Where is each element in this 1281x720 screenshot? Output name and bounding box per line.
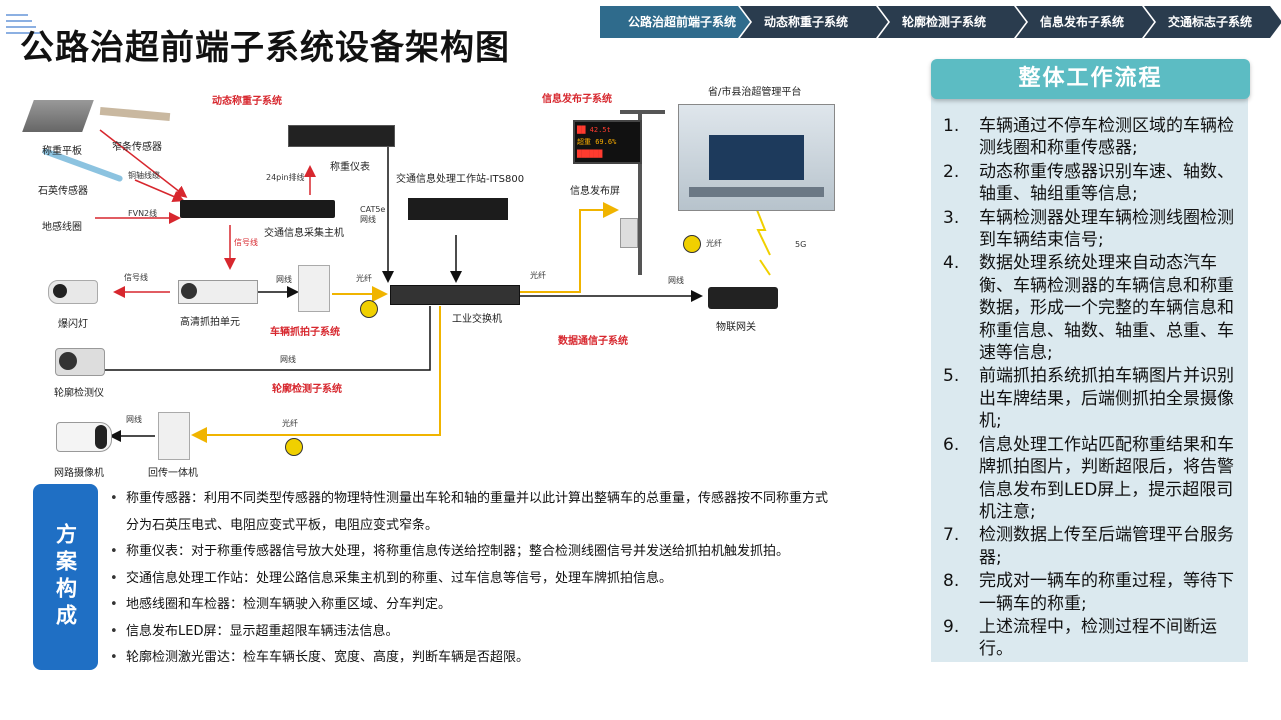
label-return-unit: 回传一体机 (148, 468, 198, 479)
label-info-subsystem: 信息发布子系统 (542, 94, 612, 105)
weigh-plate-device (22, 100, 94, 132)
label-profile-detector: 轮廓检测仪 (54, 388, 104, 399)
label-its800: 交通信息处理工作站-ITS800 (396, 174, 525, 185)
list-item: 3.车辆检测器处理车辆检测线圈检测到车辆结束信号; (943, 207, 1234, 251)
decorative-lines (6, 14, 40, 38)
label-net-2: 网线 (668, 276, 684, 285)
label-fiber-2: 光纤 (530, 271, 546, 280)
list-item: 5.前端抓拍系统抓拍车辆图片并识别出车牌结果，后端侧抓拍全景摄像机; (943, 366, 1234, 432)
fiber-coupler-icon (360, 300, 378, 318)
label-loop: 地感线圈 (42, 222, 82, 233)
label-narrow-sensor: 窄条传感器 (112, 142, 162, 153)
list-item: 2.动态称重传感器识别车速、轴数、轴重、轴组重等信息; (943, 161, 1234, 205)
tab-info-publish[interactable]: 信息发布子系统 (1016, 6, 1154, 38)
label-signal-line-2: 信号线 (124, 273, 148, 282)
workflow-title: 整体工作流程 (931, 59, 1250, 99)
led-row: ██████ (577, 150, 603, 158)
capture-return-device (298, 265, 330, 312)
list-item: 交通信息处理工作站：处理公路信息采集主机到的称重、过车信息等信号，处理车牌抓拍信… (108, 566, 928, 593)
list-item: 4.数据处理系统处理来自动态汽车衡、车辆检测器的车辆信息和称重数据，形成一个完整… (943, 253, 1234, 364)
label-copper-cable: 铜轴线缆 (128, 171, 160, 180)
tab-profile-detection[interactable]: 轮廓检测子系统 (878, 6, 1026, 38)
tab-traffic-sign[interactable]: 交通标志子系统 (1144, 6, 1281, 38)
list-item: 轮廓检测激光雷达：检车车辆长度、宽度、高度，判断车辆是否超限。 (108, 645, 928, 672)
label-net-3: 网线 (280, 355, 296, 364)
label-24pin: 24pin排线 (266, 173, 305, 182)
label-flash-light: 爆闪灯 (58, 319, 88, 330)
led-row: ██ 42.5t (577, 126, 611, 134)
label-fiber-3: 光纤 (706, 239, 722, 248)
label-switch: 工业交换机 (452, 314, 502, 325)
label-dynamic-subsystem: 动态称重子系统 (212, 96, 282, 107)
label-platform: 省/市县治超管理平台 (708, 87, 802, 98)
industrial-switch-device (390, 285, 520, 305)
label-iot-gateway: 物联网关 (716, 322, 756, 333)
label-capture-subsystem: 车辆抓拍子系统 (270, 327, 340, 338)
list-item: 6.信息处理工作站匹配称重结果和车牌抓拍图片，判断超限后，将告警信息发布到LED… (943, 434, 1234, 522)
net-camera-device (56, 422, 112, 452)
connection-lines (67, 110, 771, 443)
page-title: 公路治超前端子系统设备架构图 (20, 28, 510, 68)
scheme-label: 方案构成 (53, 523, 78, 631)
label-weigh-meter: 称重仪表 (330, 162, 370, 173)
list-item: 信息发布LED屏：显示超重超限车辆违法信息。 (108, 619, 928, 646)
label-quartz-sensor: 石英传感器 (38, 186, 88, 197)
workflow-panel (931, 94, 1248, 662)
hd-camera-device (178, 280, 258, 304)
led-row: 超重 69.6% (577, 138, 617, 146)
info-cabinet (620, 218, 638, 248)
list-item: 称重仪表：对于称重传感器信号放大处理，将称重信息传送给控制器；整合检测线圈信号并… (108, 539, 928, 566)
label-hd-unit: 高清抓拍单元 (180, 317, 240, 328)
info-led-screen: ██ 42.5t 超重 69.6% ██████ (573, 120, 642, 164)
return-unit-device (158, 412, 190, 460)
workflow-steps: 1.车辆通过不停车检测区域的车辆检测线圈和称重传感器; 2.动态称重传感器识别车… (943, 115, 1238, 662)
tab-dynamic-weighing[interactable]: 动态称重子系统 (740, 6, 888, 38)
label-net-4: 网线 (126, 415, 142, 424)
label-net-camera: 网路摄像机 (54, 468, 104, 479)
tab-front-end[interactable]: 公路治超前端子系统 (600, 6, 750, 38)
list-item: 8.完成对一辆车的称重过程，等待下一辆车的称重; (943, 571, 1234, 614)
list-item: 称重传感器：利用不同类型传感器的物理特性测量出车轮和轴的重量并以此计算出整辆车的… (108, 486, 928, 539)
label-fiber-4: 光纤 (282, 419, 298, 428)
label-collector: 交通信息采集主机 (264, 228, 344, 239)
fiber-coupler-icon (285, 438, 303, 456)
list-item: 7.检测数据上传至后端管理平台服务器; (943, 525, 1234, 568)
list-item: 地感线圈和车检器：检测车辆驶入称重区域、分车判定。 (108, 592, 928, 619)
label-fvn2: FVN2线 (128, 209, 158, 218)
architecture-diagram: ██ 42.5t 超重 69.6% ██████ 称重平板 窄条传感器 石英传感… (20, 70, 910, 490)
profile-detector-device (55, 348, 105, 376)
label-cat5e: CAT5e网线 (360, 205, 386, 224)
platform-photo (678, 104, 835, 211)
label-weigh-plate: 称重平板 (42, 146, 82, 157)
list-item: 1.车辆通过不停车检测区域的车辆检测线圈和称重传感器; (943, 116, 1234, 159)
label-net-1: 网线 (276, 275, 292, 284)
scheme-items: 称重传感器：利用不同类型传感器的物理特性测量出车轮和轴的重量并以此计算出整辆车的… (108, 486, 928, 672)
flash-light-device (48, 280, 98, 304)
subsystem-nav: 公路治超前端子系统 动态称重子系统 轮廓检测子系统 信息发布子系统 交通标志子系… (600, 6, 1281, 38)
scheme-label-box: 方案构成 (33, 484, 98, 670)
collector-device (180, 200, 335, 218)
label-data-subsystem: 数据通信子系统 (558, 336, 628, 347)
label-info-screen: 信息发布屏 (570, 186, 620, 197)
list-item: 9.上述流程中，检测过程不间断运行。 (943, 616, 1217, 660)
label-signal-line: 信号线 (234, 238, 258, 247)
fiber-coupler-icon (683, 235, 701, 253)
its800-device (408, 198, 508, 220)
label-5g: 5G (795, 240, 807, 249)
label-fiber-1: 光纤 (356, 274, 372, 283)
weigh-meter-device (288, 125, 395, 147)
iot-gateway-device (708, 287, 778, 309)
label-profile-subsystem: 轮廓检测子系统 (272, 384, 342, 395)
